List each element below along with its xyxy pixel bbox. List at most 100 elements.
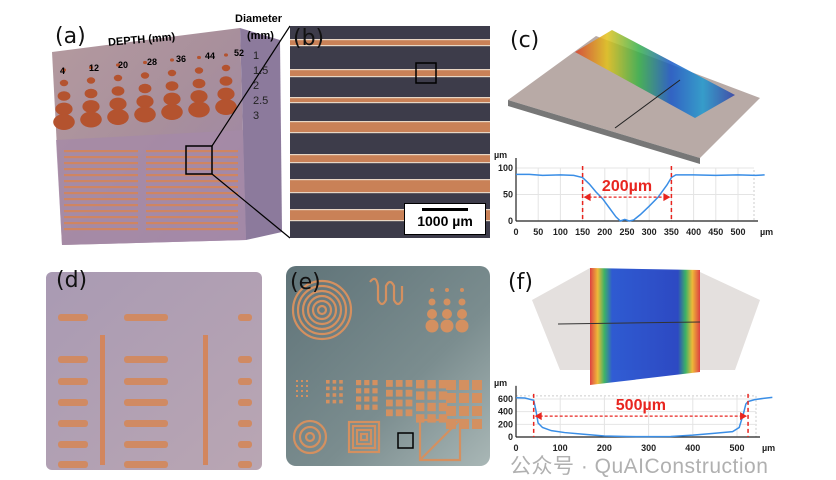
square-dot — [416, 380, 425, 389]
slot — [146, 174, 238, 177]
hole — [215, 99, 237, 115]
hole — [143, 60, 147, 65]
square-dot — [472, 380, 482, 390]
slot — [64, 198, 138, 201]
depth-label: 44 — [205, 51, 216, 61]
photo-d-channel-plate — [46, 272, 262, 470]
square-dot — [332, 386, 337, 391]
square-dot — [438, 414, 448, 423]
square-dot — [405, 389, 413, 397]
hole — [192, 78, 206, 89]
square-dot — [459, 406, 469, 416]
square-dot — [364, 388, 370, 394]
dot — [457, 309, 467, 319]
square-dot — [356, 388, 362, 394]
arrow-head-left — [534, 412, 542, 421]
x-tick-label: 400 — [685, 443, 700, 453]
slot — [146, 180, 238, 183]
square-dot — [356, 380, 362, 386]
slot — [58, 441, 88, 448]
slot — [64, 228, 138, 231]
stripe-edge — [290, 97, 490, 99]
square-dot — [364, 380, 370, 386]
slot — [146, 156, 238, 159]
hole — [170, 58, 174, 62]
x-tick-label: 450 — [708, 227, 723, 237]
triangle-pattern — [418, 418, 462, 462]
hole — [134, 106, 156, 123]
square-dot — [301, 385, 303, 387]
dot — [443, 298, 451, 306]
square-dot — [301, 380, 303, 382]
square-dot — [332, 399, 337, 404]
square-dot — [301, 395, 303, 397]
profile-line — [516, 173, 765, 222]
hole — [86, 77, 96, 84]
square-dot — [306, 385, 308, 387]
hole — [161, 104, 183, 120]
square-dot — [472, 393, 482, 403]
hole — [82, 100, 100, 113]
scale-bar-line — [422, 208, 468, 211]
x-tick-label: 400 — [686, 227, 701, 237]
stripe-edge — [290, 121, 490, 123]
slot — [64, 150, 138, 153]
square-dot — [395, 399, 403, 407]
square-dot — [395, 409, 403, 417]
spiral-ring — [301, 289, 343, 331]
slot — [58, 461, 88, 468]
panel-label-f: (f) — [508, 270, 533, 295]
x-tick-label: 0 — [513, 227, 518, 237]
x-tick-label: 0 — [513, 443, 518, 453]
spiral-ring — [291, 279, 353, 341]
slot — [146, 186, 238, 189]
scale-bar: 1000 µm — [404, 203, 486, 235]
slot — [146, 168, 238, 171]
hole — [138, 83, 152, 94]
y-tick-label: 600 — [498, 394, 513, 404]
square-dot — [446, 419, 456, 429]
stripe-edge — [290, 154, 490, 156]
photo-b-micrograph — [290, 26, 490, 238]
slot — [238, 399, 252, 406]
hole — [165, 81, 179, 91]
dot — [427, 309, 437, 319]
x-tick-label: 50 — [533, 227, 543, 237]
square-dot — [386, 409, 393, 417]
square-dot — [332, 393, 337, 397]
hole — [190, 90, 208, 103]
hole — [194, 67, 204, 74]
square-dot — [372, 388, 378, 394]
x-tick-label: 150 — [575, 227, 590, 237]
square-dot — [427, 402, 436, 412]
copper-stripe — [290, 70, 490, 76]
stripe-edge — [290, 162, 490, 164]
diameter-label: 2 — [253, 80, 260, 92]
stripe-edge — [290, 179, 490, 181]
depth-label: 36 — [176, 54, 187, 64]
hole — [113, 74, 123, 82]
square-dot — [405, 399, 413, 407]
copper-stripe — [290, 210, 490, 220]
square-dot — [416, 402, 425, 412]
y-tick-label: 0 — [508, 216, 513, 226]
stripe-edge — [290, 76, 490, 78]
stripe-edge — [290, 39, 490, 41]
square-dot — [459, 380, 469, 390]
hole — [140, 72, 150, 79]
slot — [64, 174, 138, 177]
circle-ring — [298, 425, 322, 449]
slot — [124, 356, 168, 363]
depth-label: 52 — [234, 48, 245, 58]
slot — [146, 210, 238, 213]
stripe-edge — [290, 209, 490, 211]
profile-line — [515, 396, 773, 438]
spiral-ring — [306, 294, 338, 326]
square-dot — [339, 386, 343, 391]
hole — [59, 79, 69, 87]
slot — [64, 156, 138, 159]
image-c-3d-profile — [508, 30, 760, 164]
dot — [455, 319, 469, 333]
